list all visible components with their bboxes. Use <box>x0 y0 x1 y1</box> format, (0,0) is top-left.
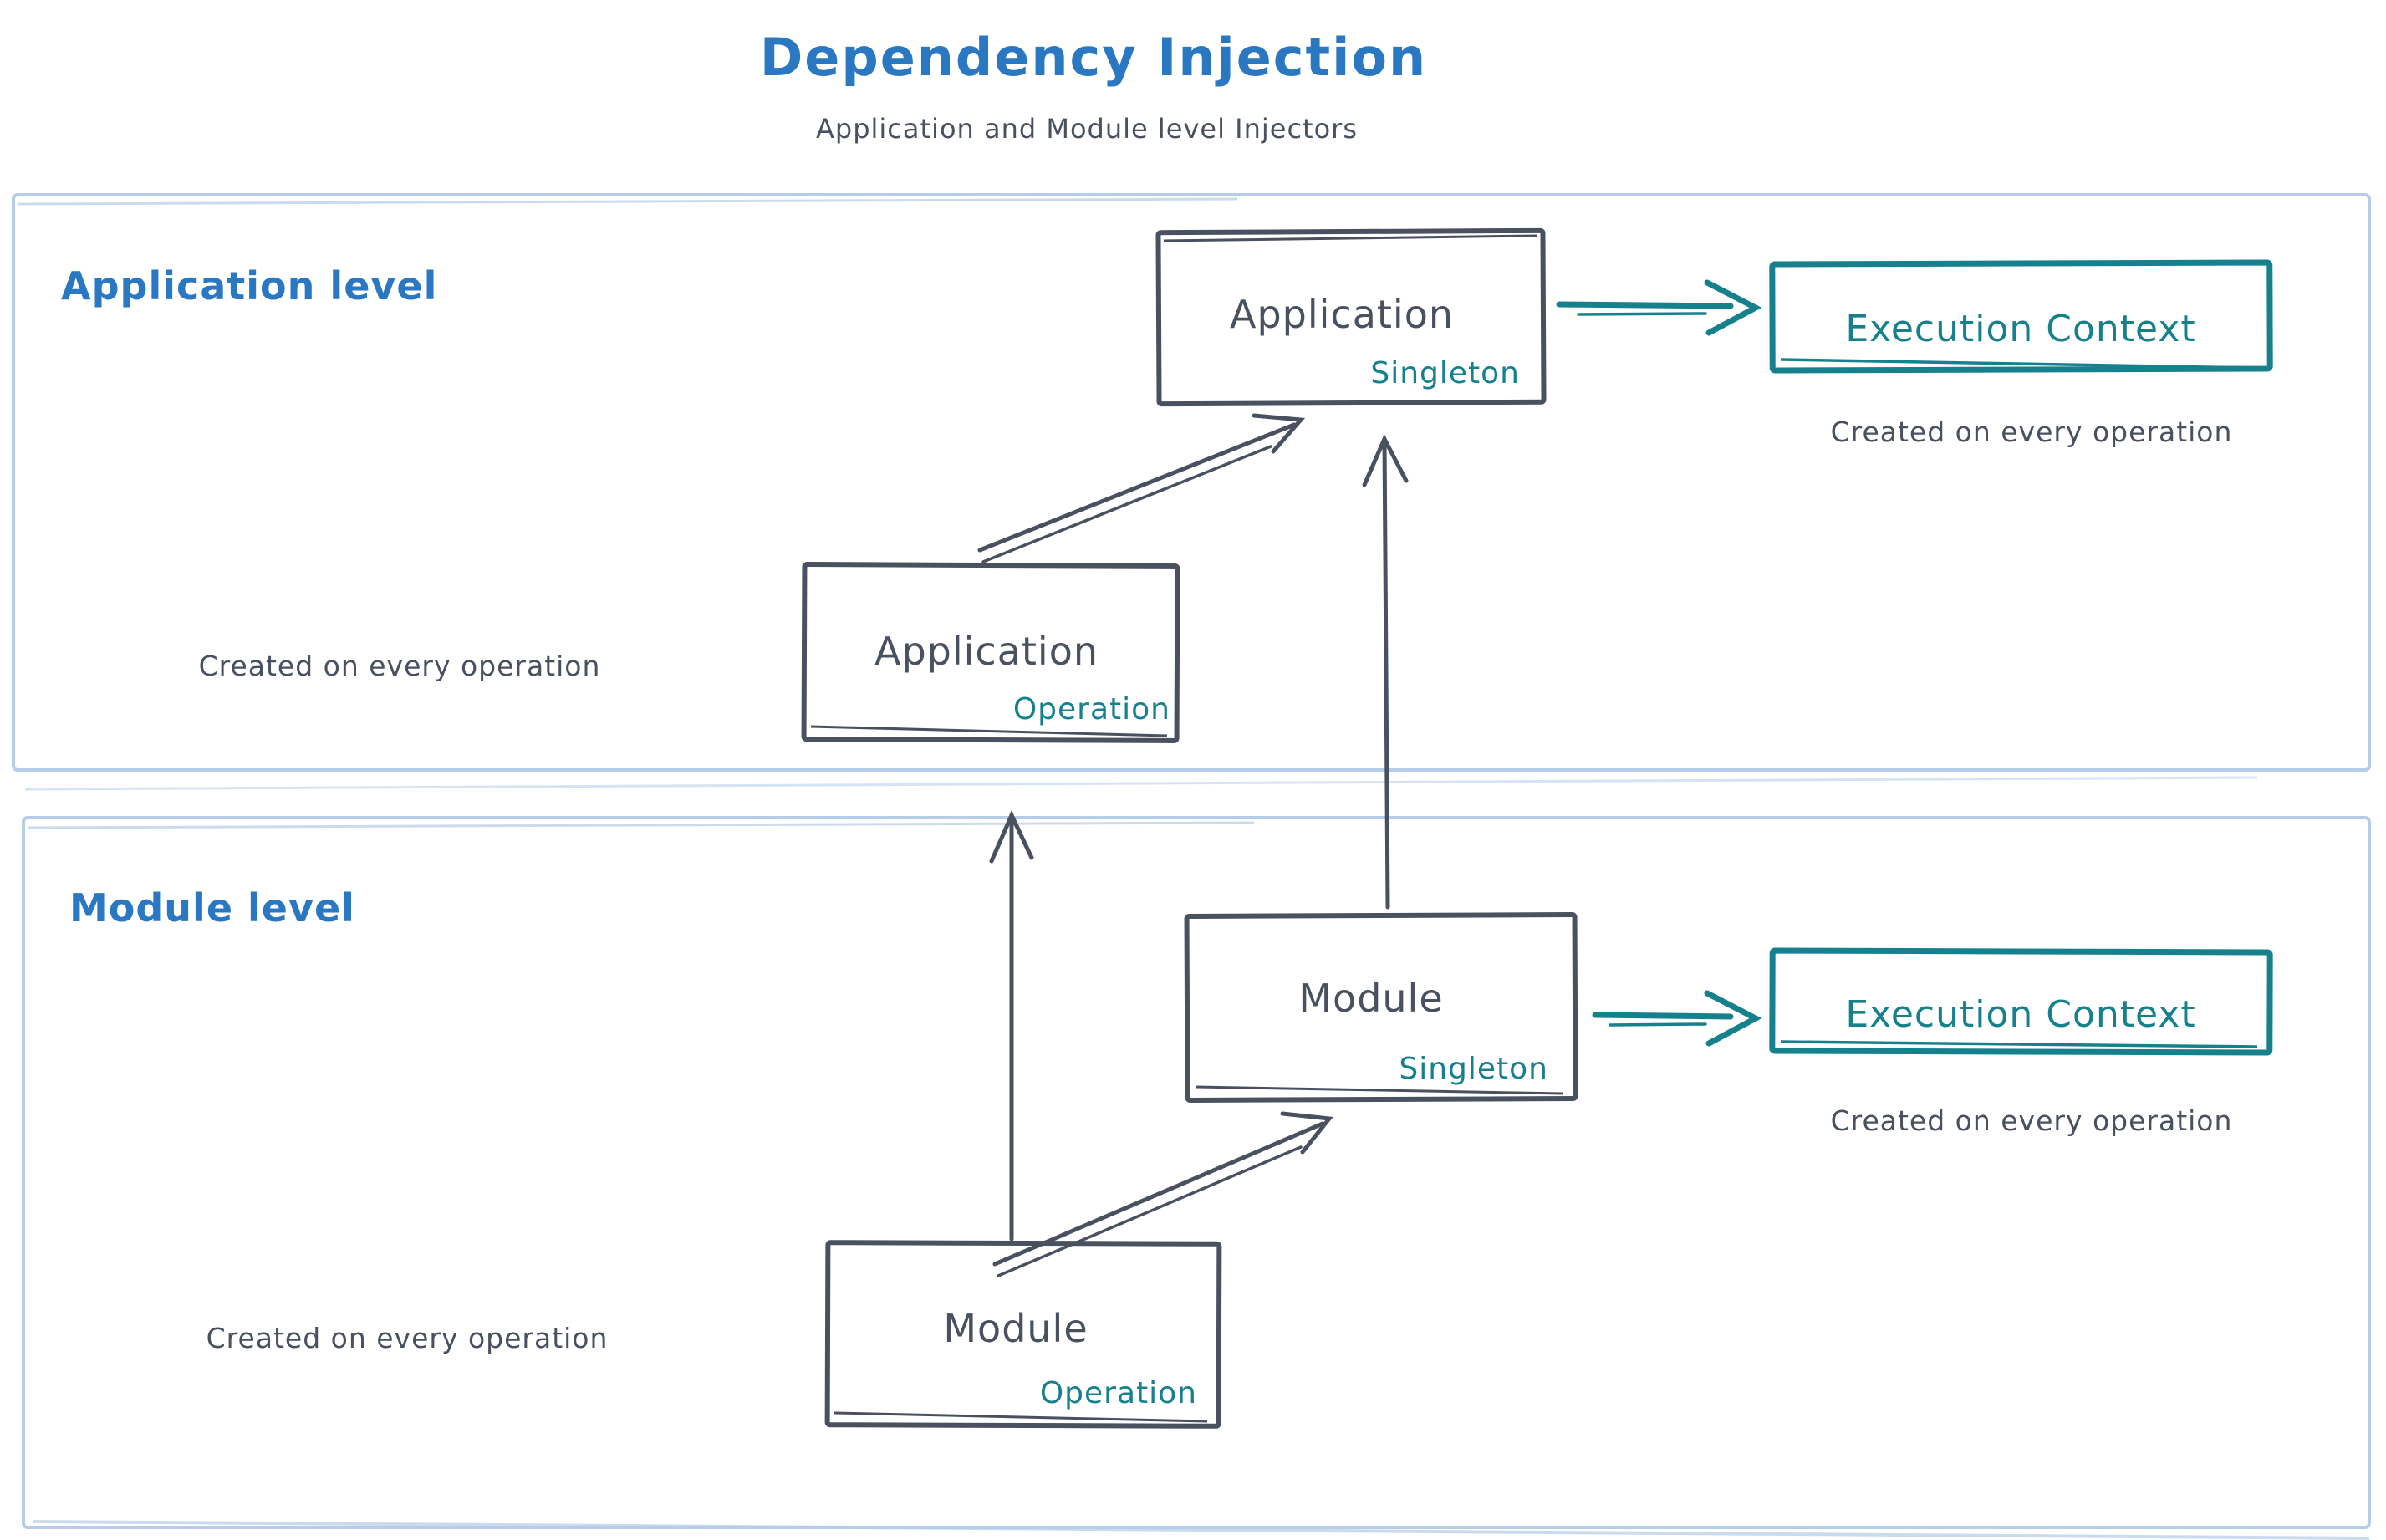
node-application-singleton: Application Singleton <box>1155 227 1547 407</box>
execution-context-module-sketch <box>1780 1040 2258 1048</box>
page-subtitle: Application and Module level Injectors <box>816 113 1358 145</box>
module-singleton-border <box>1184 912 1578 1103</box>
node-module-operation: Module Operation <box>824 1240 1222 1429</box>
application-operation-badge: Operation <box>1013 692 1170 727</box>
application-level-container: Application level <box>12 193 2371 791</box>
app-operation-note: Created on every operation <box>199 650 601 682</box>
execution-context-module-title: Execution Context <box>1845 993 2195 1036</box>
application-singleton-title: Application <box>1230 292 1454 337</box>
module-level-label: Module level <box>69 885 355 931</box>
module-level-border-sketch <box>28 821 1255 829</box>
page-title: Dependency Injection <box>760 27 1427 88</box>
module-operation-note: Created on every operation <box>206 1322 609 1354</box>
application-operation-sketch <box>810 725 1168 737</box>
module-level-container: Module level <box>22 816 2371 1540</box>
module-singleton-title: Module <box>1298 976 1443 1021</box>
application-level-label: Application level <box>61 263 437 309</box>
module-operation-border <box>824 1240 1222 1429</box>
application-operation-border <box>801 562 1180 743</box>
module-operation-badge: Operation <box>1040 1376 1197 1410</box>
execution-context-app-border <box>1769 259 2273 374</box>
execution-context-app-title: Execution Context <box>1845 308 2195 350</box>
module-level-border <box>22 816 2371 1529</box>
application-level-border <box>12 193 2371 772</box>
arrow-module-singleton-to-app-singleton <box>1362 434 1409 910</box>
arrow-module-operation-to-app-operation <box>989 809 1034 1242</box>
arrow-module-singleton-to-execution-context <box>1592 990 1762 1047</box>
application-singleton-sketch <box>1163 234 1537 242</box>
module-operation-sketch <box>834 1411 1208 1423</box>
application-singleton-badge: Singleton <box>1370 356 1520 390</box>
node-module-singleton: Module Singleton <box>1184 912 1578 1103</box>
application-level-border-sketch <box>18 197 1238 206</box>
arrow-app-singleton-to-execution-context <box>1556 279 1762 336</box>
execution-context-module-border <box>1769 947 2273 1056</box>
application-singleton-border <box>1155 227 1547 407</box>
arrow-module-operation-to-module-singleton <box>992 1111 1333 1277</box>
execution-context-app-sketch <box>1780 358 2258 370</box>
module-singleton-badge: Singleton <box>1399 1052 1548 1086</box>
node-application-operation: Application Operation <box>801 562 1180 743</box>
arrow-app-operation-to-app-singleton <box>977 413 1306 563</box>
application-level-border-sketch-bottom <box>24 776 2258 791</box>
node-execution-context-app: Execution Context Created on every opera… <box>1769 259 2273 448</box>
execution-context-module-caption: Created on every operation <box>1831 1104 2233 1137</box>
module-operation-title: Module <box>943 1306 1088 1351</box>
node-execution-context-module: Execution Context Created on every opera… <box>1769 947 2273 1137</box>
execution-context-app-caption: Created on every operation <box>1831 416 2233 448</box>
module-level-border-sketch-bottom <box>33 1520 2370 1540</box>
module-singleton-sketch <box>1195 1085 1564 1095</box>
application-operation-title: Application <box>874 629 1099 674</box>
